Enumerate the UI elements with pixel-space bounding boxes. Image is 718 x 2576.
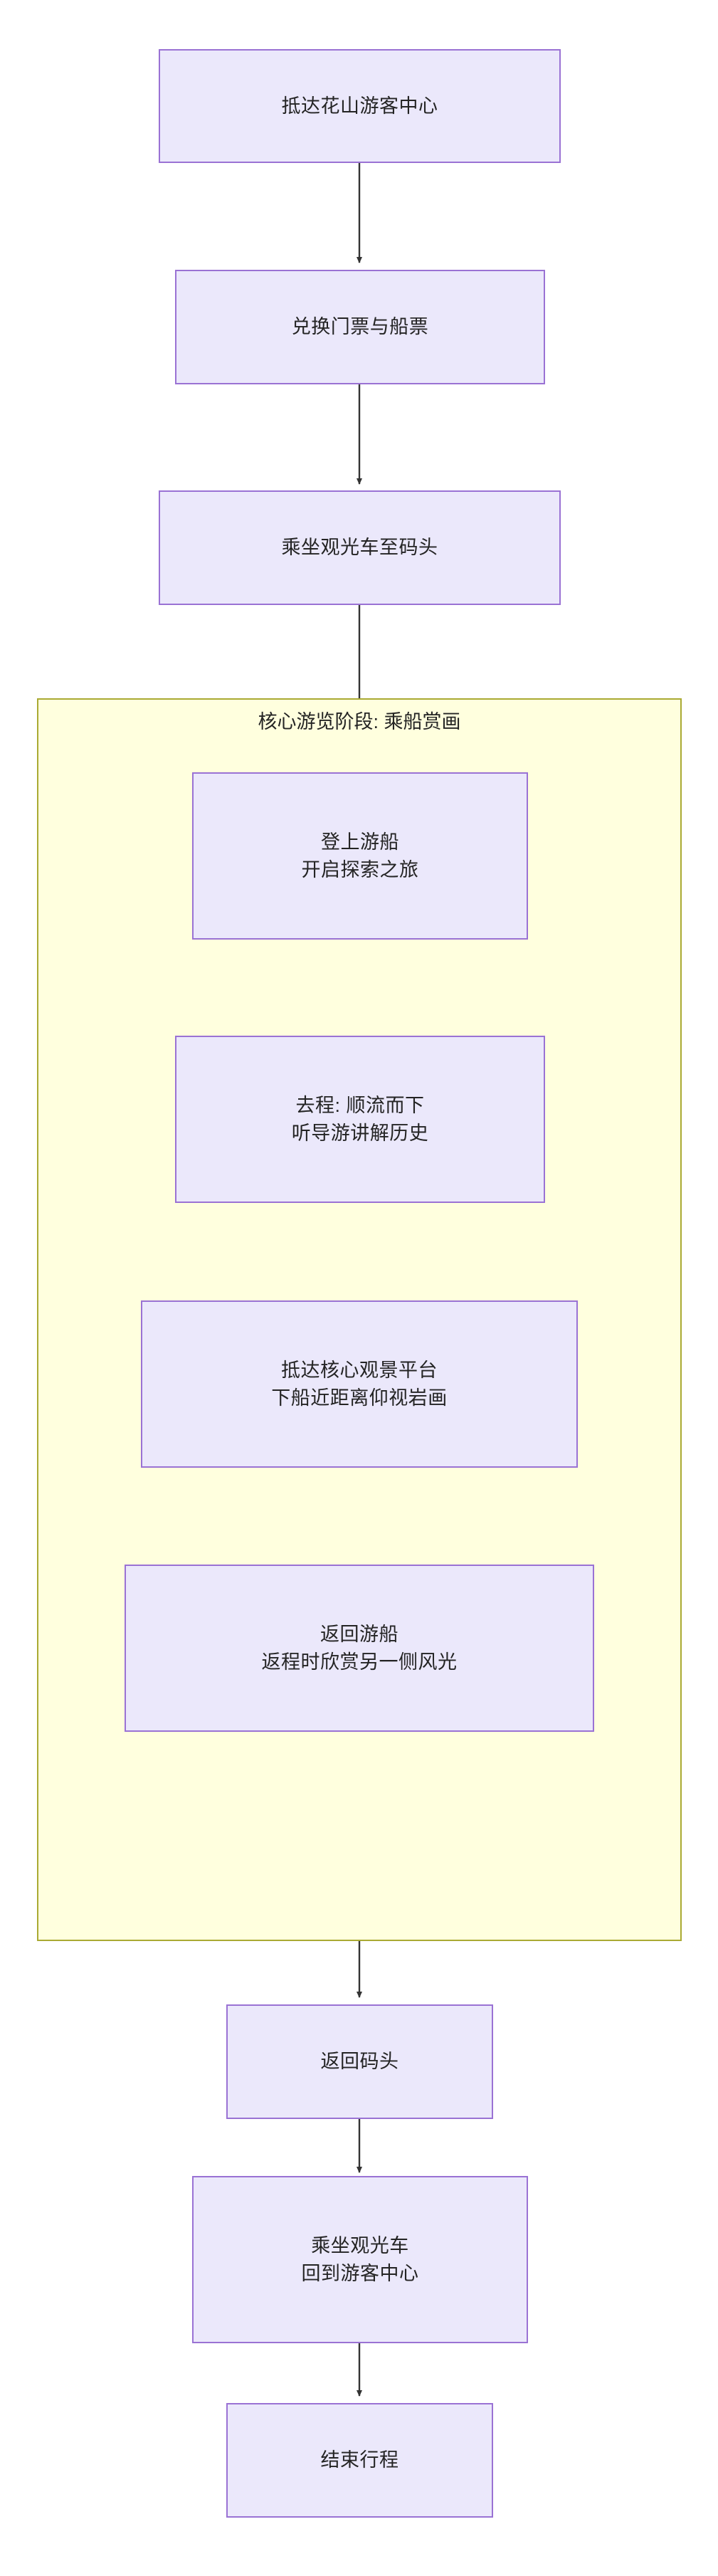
node-label-line: 乘坐观光车 (311, 2235, 409, 2257)
node-label-line: 开启探索之旅 (301, 858, 419, 880)
node-arrive-visitor-center[interactable]: 抵达花山游客中心 (159, 49, 561, 163)
node-shuttle-to-dock[interactable]: 乘坐观光车至码头 (159, 490, 561, 605)
node-label-line: 下船近距离仰视岩画 (271, 1387, 448, 1409)
node-label-line: 结束行程 (320, 2449, 399, 2471)
node-core-viewing-platform[interactable]: 抵达核心观景平台 下船近距离仰视岩画 (141, 1300, 578, 1468)
node-end-trip[interactable]: 结束行程 (226, 2403, 493, 2518)
node-label-line: 返回游船 (320, 1624, 398, 1646)
node-label-line: 听导游讲解历史 (291, 1122, 429, 1144)
node-label-line: 返回码头 (320, 2051, 399, 2073)
node-label-line: 抵达核心观景平台 (281, 1360, 438, 1382)
node-label-line: 返程时欣赏另一侧风光 (261, 1651, 458, 1673)
node-return-to-boat[interactable]: 返回游船 返程时欣赏另一侧风光 (125, 1565, 594, 1732)
node-outbound-downstream[interactable]: 去程: 顺流而下 听导游讲解历史 (175, 1036, 545, 1203)
node-board-boat[interactable]: 登上游船 开启探索之旅 (192, 772, 528, 940)
node-label-line: 登上游船 (321, 831, 399, 853)
node-exchange-tickets[interactable]: 兑换门票与船票 (175, 270, 545, 384)
node-back-to-dock[interactable]: 返回码头 (226, 2004, 493, 2119)
node-label-line: 回到游客中心 (301, 2262, 419, 2284)
node-label-line: 乘坐观光车至码头 (281, 537, 438, 559)
node-label-line: 兑换门票与船票 (291, 316, 429, 338)
cluster-title-core-tour-phase: 核心游览阶段: 乘船赏画 (258, 711, 461, 732)
node-shuttle-back-to-center[interactable]: 乘坐观光车 回到游客中心 (192, 2176, 528, 2343)
node-label-line: 抵达花山游客中心 (281, 95, 438, 117)
node-label-line: 去程: 顺流而下 (295, 1095, 425, 1117)
